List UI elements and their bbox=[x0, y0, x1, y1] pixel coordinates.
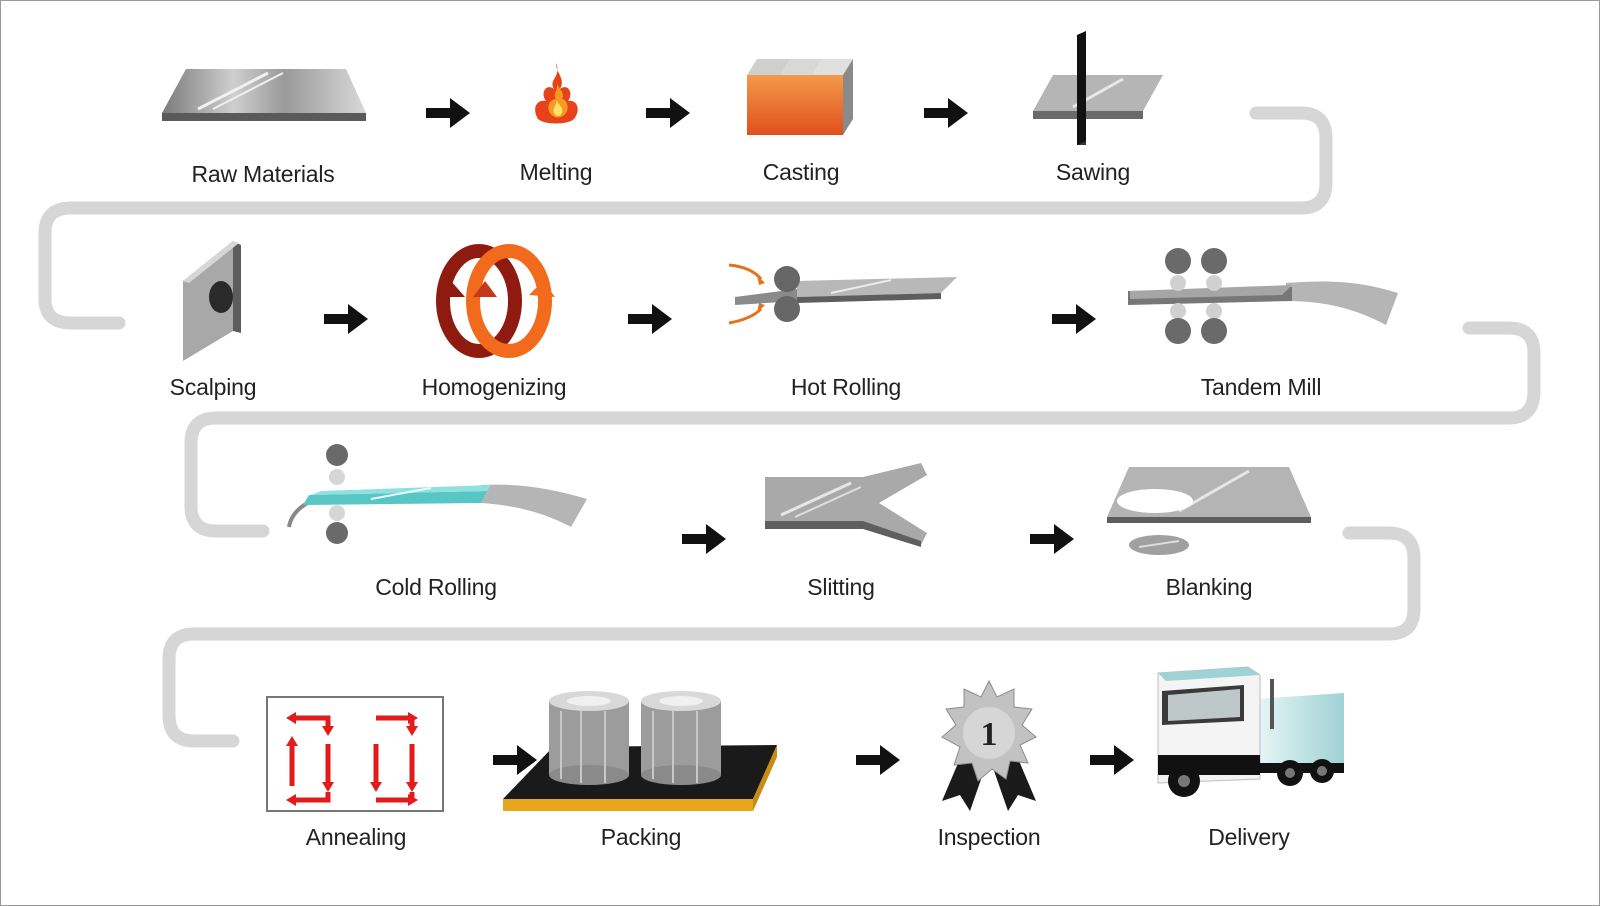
arrow-right-icon bbox=[1090, 745, 1134, 775]
step-raw-materials: Raw Materials bbox=[162, 1, 366, 187]
arrow-right-icon bbox=[856, 745, 900, 775]
step-tandem-mill: Tandem Mill bbox=[1128, 1, 1398, 400]
arrow-right-icon bbox=[426, 98, 470, 128]
truck-icon bbox=[1157, 666, 1344, 797]
step-sawing: Sawing bbox=[993, 1, 1193, 185]
blanked-sheet-icon bbox=[1107, 467, 1311, 555]
step-hot-rolling: Hot Rolling bbox=[728, 1, 957, 400]
badge-number: 1 bbox=[981, 716, 998, 753]
arrow-right-icon bbox=[628, 304, 672, 334]
arrow-right-icon bbox=[682, 524, 726, 554]
step-blanking: Blanking bbox=[1107, 1, 1311, 600]
step-casting: Casting bbox=[701, 1, 901, 185]
step-label: Hot Rolling bbox=[790, 374, 902, 400]
step-label: Annealing bbox=[305, 824, 407, 850]
arrow-right-icon bbox=[324, 304, 368, 334]
step-label: Blanking bbox=[1165, 574, 1253, 600]
heat-cycle-icon bbox=[266, 696, 444, 812]
step-label: Sawing bbox=[1055, 159, 1131, 185]
split-strip-icon bbox=[765, 463, 927, 547]
step-label: Homogenizing bbox=[421, 374, 567, 400]
step-cold-rolling: Cold Rolling bbox=[287, 1, 587, 600]
step-annealing: Annealing bbox=[256, 1, 456, 850]
step-label: Raw Materials bbox=[191, 161, 335, 187]
step-label: Tandem Mill bbox=[1200, 374, 1322, 400]
ingot-icon bbox=[747, 59, 853, 135]
saw-blade-icon bbox=[1033, 31, 1163, 145]
step-label: Cold Rolling bbox=[375, 574, 497, 600]
coils-on-pallet-icon bbox=[503, 691, 777, 811]
step-label: Delivery bbox=[1208, 824, 1290, 850]
step-slitting: Slitting bbox=[741, 1, 941, 600]
step-label: Scalping bbox=[169, 374, 257, 400]
award-badge-icon: 1 bbox=[941, 679, 1037, 811]
step-packing: Packing bbox=[503, 1, 777, 850]
arrow-right-icon bbox=[1030, 524, 1074, 554]
step-melting: Melting bbox=[456, 1, 656, 185]
step-label: Inspection bbox=[937, 824, 1041, 850]
tandem-rollers-icon bbox=[1128, 248, 1398, 344]
step-label: Packing bbox=[600, 824, 682, 850]
arrow-right-icon bbox=[646, 98, 690, 128]
arrow-right-icon bbox=[924, 98, 968, 128]
step-label: Slitting bbox=[807, 574, 875, 600]
cold-rollers-icon bbox=[287, 444, 587, 544]
flame-icon bbox=[535, 63, 578, 124]
step-homogenizing: Homogenizing bbox=[394, 1, 594, 400]
arrow-right-icon bbox=[493, 745, 537, 775]
step-inspection: 1 Inspection bbox=[889, 1, 1089, 850]
scalping-block-icon bbox=[183, 241, 241, 361]
hot-rollers-icon bbox=[728, 263, 957, 325]
step-label: Casting bbox=[762, 159, 840, 185]
step-label: Melting bbox=[519, 159, 593, 185]
step-delivery: Delivery bbox=[1149, 1, 1349, 850]
arrow-right-icon bbox=[1052, 304, 1096, 334]
circular-arrows-icon bbox=[436, 244, 555, 358]
step-scalping: Scalping bbox=[113, 1, 313, 400]
plate-icon bbox=[162, 69, 366, 121]
